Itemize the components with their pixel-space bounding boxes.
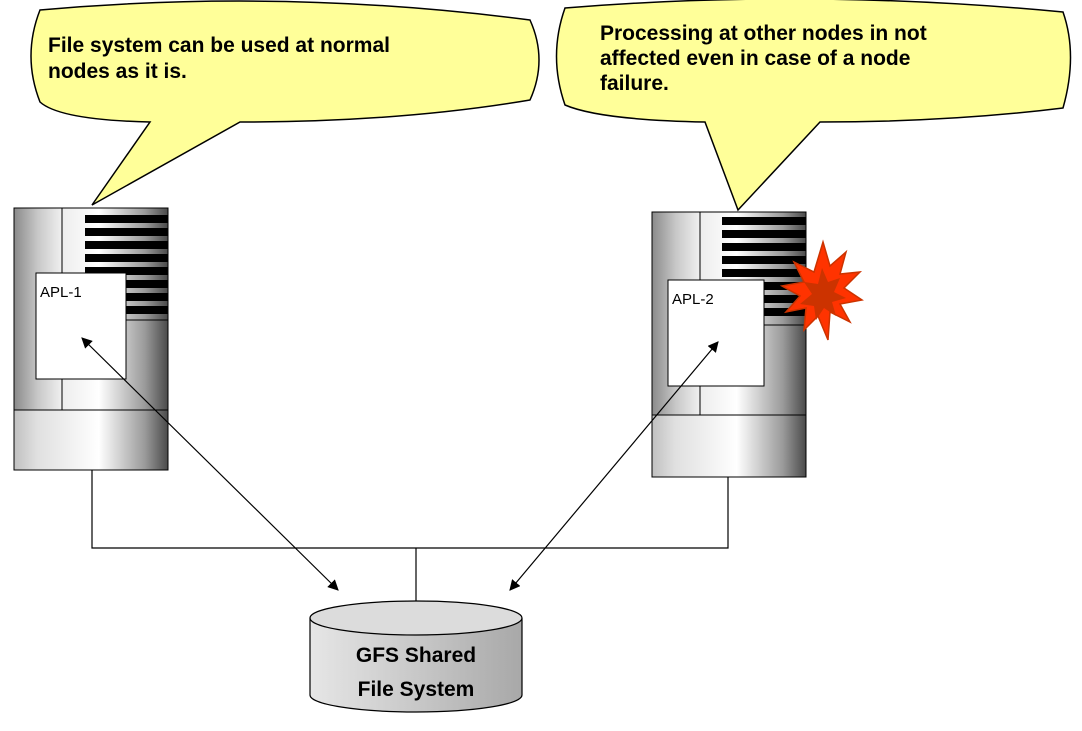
apl-1-label: APL-1 xyxy=(40,284,82,301)
apl-1-access-arrow xyxy=(81,337,339,591)
left-callout-line-2: nodes as it is. xyxy=(48,60,187,83)
right-node-link xyxy=(416,477,729,549)
right-callout: Processing at other nodes in not affecte… xyxy=(555,0,1072,212)
right-callout-bubble xyxy=(555,0,1072,212)
apl-2-access-arrow xyxy=(509,341,719,591)
left-node-link xyxy=(91,470,416,549)
right-callout-line-2: affected even in case of a node xyxy=(600,47,910,70)
right-callout-line-3: failure. xyxy=(600,72,669,95)
right-server-node: APL-2 xyxy=(651,211,807,478)
failure-burst-icon xyxy=(779,239,864,341)
storage-label-line-1: GFS Shared xyxy=(356,644,476,667)
storage-cylinder-top xyxy=(309,600,523,636)
apl-2-label: APL-2 xyxy=(672,291,714,308)
storage-label-line-2: File System xyxy=(358,678,475,701)
left-callout: File system can be used at normal nodes … xyxy=(30,0,540,206)
right-callout-line-1: Processing at other nodes in not xyxy=(600,22,927,45)
left-callout-line-1: File system can be used at normal xyxy=(48,34,390,57)
database-cylinder-icon: GFS Shared File System xyxy=(309,600,523,713)
access-arrows xyxy=(81,337,719,591)
left-callout-bubble xyxy=(30,0,540,206)
storage-cylinder-body xyxy=(309,618,523,713)
network-lines xyxy=(91,470,729,605)
left-server-node: APL-1 xyxy=(13,207,169,471)
